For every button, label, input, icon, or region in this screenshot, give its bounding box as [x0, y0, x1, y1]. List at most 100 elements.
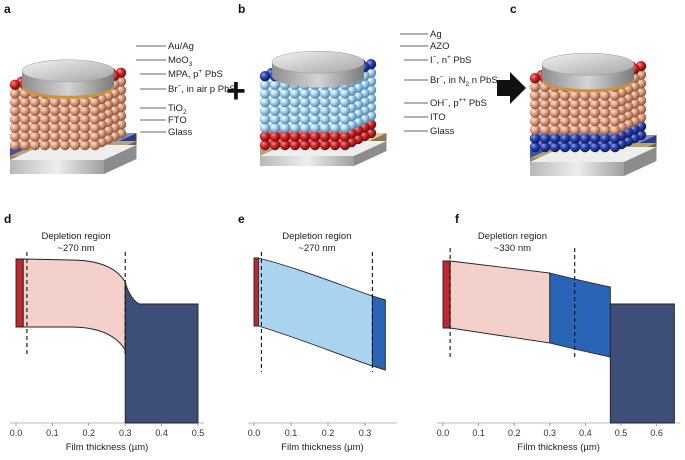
electrode-region: [15, 258, 24, 328]
nanocrystal-sphere: [329, 88, 341, 99]
nanocrystal-sphere: [339, 122, 351, 133]
nanocrystal-sphere: [609, 116, 621, 127]
nanocrystal-sphere: [279, 96, 291, 108]
label-oh-ppbs: OH−, p++ PbS: [430, 97, 487, 109]
nanocrystal-sphere: [579, 107, 591, 118]
nanocrystal-sphere: [269, 122, 281, 133]
nanocrystal-sphere: [319, 122, 331, 133]
nanocrystal-sphere: [609, 133, 621, 144]
substrate-side: [354, 141, 387, 166]
nanocrystal-sphere: [289, 114, 301, 125]
nanocrystal-sphere: [309, 88, 321, 99]
nanocrystal-sphere: [529, 141, 541, 153]
nanocrystal-sphere: [339, 131, 351, 142]
nanocrystal-sphere: [269, 96, 281, 108]
panel-label-e: e: [238, 212, 245, 226]
nanocrystal-sphere: [589, 141, 601, 153]
nanocrystal-sphere: [309, 96, 321, 108]
device-b-illustration: [259, 50, 387, 166]
nanocrystal-sphere: [59, 131, 71, 142]
nanocrystal-sphere: [579, 141, 591, 153]
electrode-region: [253, 257, 259, 327]
nanocrystal-sphere: [589, 98, 601, 110]
nanocrystal-sphere: [309, 131, 321, 142]
nanocrystal-sphere: [309, 122, 321, 133]
nanocrystal-sphere: [259, 96, 271, 108]
nanocrystal-sphere: [69, 96, 81, 108]
nanocrystal-sphere: [529, 124, 541, 135]
nanocrystal-sphere: [589, 107, 601, 118]
device-c-illustration: [529, 52, 657, 176]
nanocrystal-sphere: [579, 98, 591, 110]
nanocrystal-sphere: [259, 131, 271, 142]
nanocrystal-sphere: [549, 107, 561, 118]
nanocrystal-sphere: [579, 124, 591, 135]
panel-label-c: c: [510, 2, 517, 16]
nanocrystal-sphere: [29, 105, 41, 116]
p-type-layer-region: [449, 260, 551, 344]
p-type-layer-region: [22, 258, 126, 352]
nanocrystal-sphere: [259, 139, 271, 151]
nanocrystal-sphere: [529, 73, 541, 84]
label-mpa: MPA, p+ PbS: [168, 68, 223, 80]
nanocrystal-sphere: [59, 105, 71, 116]
nanocrystal-sphere: [69, 139, 81, 151]
nanocrystal-sphere: [319, 88, 331, 99]
device-b-labels: Ag AZO I−, n+ PbS Br−, in N2 n PbS OH−, …: [400, 29, 498, 137]
x-tick-label: 0.0: [10, 428, 23, 438]
device-a-illustration: [9, 59, 137, 174]
electrode-region: [442, 260, 451, 329]
x-tick-label: 0.2: [322, 428, 335, 438]
nanocrystal-sphere: [339, 96, 351, 108]
x-tick-label: 0.1: [285, 428, 298, 438]
panel-label-f: f: [455, 212, 460, 226]
nanocrystal-sphere: [339, 114, 351, 125]
panel-label-a: a: [4, 2, 11, 16]
nanocrystal-sphere: [599, 124, 611, 135]
nanocrystal-sphere: [559, 98, 571, 110]
label-tio2: TiO2: [168, 103, 187, 116]
nanocrystal-sphere: [39, 105, 51, 116]
label-glass-b: Glass: [430, 126, 455, 137]
nanocrystal-sphere: [609, 90, 621, 101]
nanocrystal-sphere: [599, 98, 611, 110]
nanocrystal-sphere: [89, 105, 101, 116]
nanocrystal-sphere: [9, 96, 21, 108]
nanocrystal-sphere: [79, 122, 91, 133]
nanocrystal-sphere: [259, 71, 271, 82]
nanocrystal-sphere: [529, 81, 541, 93]
nanocrystal-sphere: [609, 141, 621, 153]
nanocrystal-sphere: [539, 116, 551, 127]
nanocrystal-sphere: [299, 122, 311, 133]
nanocrystal-sphere: [19, 131, 31, 142]
nanocrystal-sphere: [319, 96, 331, 108]
x-axis-label: Film thickness (µm): [281, 442, 364, 453]
nanocrystal-sphere: [579, 133, 591, 144]
n-type-layer-region: [371, 295, 386, 371]
nanocrystal-sphere: [539, 98, 551, 110]
nanocrystal-sphere: [269, 131, 281, 142]
x-tick-label: 0.5: [192, 428, 205, 438]
nanocrystal-sphere: [269, 79, 281, 91]
nanocrystal-sphere: [289, 96, 301, 108]
nanocrystal-sphere: [589, 133, 601, 144]
nanocrystal-sphere: [569, 98, 581, 110]
panel-label-d: d: [4, 212, 11, 226]
nanocrystal-sphere: [609, 124, 621, 135]
label-azo: AZO: [430, 41, 450, 52]
nanocrystal-sphere: [49, 131, 61, 142]
label-i-npbs: I−, n+ PbS: [430, 54, 471, 66]
nanocrystal-sphere: [69, 114, 81, 125]
nanocrystal-sphere: [9, 114, 21, 125]
x-tick-label: 0.3: [359, 428, 372, 438]
nanocrystal-sphere: [299, 131, 311, 142]
nanocrystal-sphere: [559, 107, 571, 118]
label-au-ag: Au/Ag: [168, 41, 194, 52]
nanocrystal-sphere: [539, 90, 551, 101]
nanocrystal-sphere: [69, 122, 81, 133]
electrode-disc-top: [21, 59, 115, 83]
nanocrystal-sphere: [49, 139, 61, 151]
nanocrystal-sphere: [589, 116, 601, 127]
